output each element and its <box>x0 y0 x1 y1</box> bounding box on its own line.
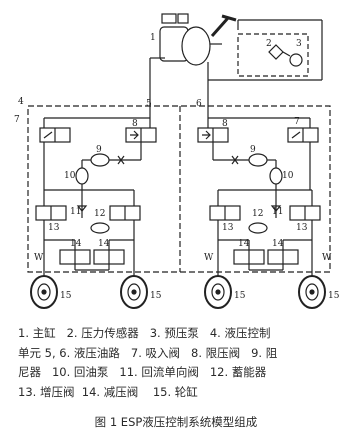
label-7-left: 7 <box>14 115 20 125</box>
wheel-cylinder-3 <box>204 275 232 309</box>
label-7-right: 7 <box>294 117 300 127</box>
label-w-left: W <box>34 253 44 263</box>
component-legend: 1. 主缸 2. 压力传感器 3. 预压泵 4. 液压控制 单元 5, 6. 液… <box>18 324 340 402</box>
label-3: 3 <box>296 39 302 49</box>
legend-item: 7. 吸入阀 <box>130 345 181 360</box>
label-8-right: 8 <box>222 119 228 129</box>
legend-item: 3. 预压泵 <box>149 326 199 340</box>
label-13-right-b: 13 <box>296 223 308 233</box>
label-10-right: 10 <box>282 171 294 181</box>
legend-item: 1. 主缸 <box>18 326 56 340</box>
label-14-left-b: 14 <box>98 239 110 249</box>
label-14-right-b: 14 <box>272 239 284 249</box>
label-12-right: 12 <box>252 209 263 219</box>
label-w-right-b: W <box>322 253 332 263</box>
label-13-left: 13 <box>48 223 60 233</box>
label-15-b: 15 <box>150 291 162 301</box>
legend-line-2: 单元 5, 6. 液压油路 7. 吸入阀 8. 限压阀 9. 阻 <box>18 344 340 364</box>
legend-item: 11. 回流单向阀 <box>119 365 199 379</box>
figure-caption: 图 1 ESP液压控制系统模型组成 <box>94 415 258 429</box>
master-cylinder <box>159 13 237 66</box>
wheel-cylinders <box>30 275 326 309</box>
right-circuit <box>197 112 321 276</box>
prepressure-box <box>237 33 309 77</box>
label-11-right: 11 <box>272 207 283 217</box>
legend-item: 10. 回油泵 <box>51 365 109 379</box>
label-6: 6 <box>196 99 202 109</box>
label-14-right-a: 14 <box>238 239 250 249</box>
label-10-left: 10 <box>64 171 76 181</box>
legend-item: 4. 液压控制 <box>209 326 271 340</box>
label-9-right: 9 <box>250 145 256 155</box>
legend-item: 单元 5, 6. 液压油路 <box>18 345 120 360</box>
label-15-c: 15 <box>234 291 246 301</box>
label-9-left: 9 <box>96 145 102 155</box>
wheel-cylinder-2 <box>120 275 148 309</box>
esp-hydraulic-diagram: 1 2 3 4 5 6 <box>14 13 340 309</box>
label-13-right-a: 13 <box>222 223 234 233</box>
legend-line-3: 尼器 10. 回油泵 11. 回流单向阀 12. 蓄能器 <box>18 363 340 383</box>
wheel-cylinder-1 <box>30 275 58 309</box>
legend-item: 15. 轮缸 <box>152 384 198 399</box>
label-1: 1 <box>150 33 156 43</box>
legend-item: 14. 减压阀 <box>81 384 139 399</box>
label-15-d: 15 <box>328 291 340 301</box>
legend-item: 9. 阻 <box>251 345 278 360</box>
label-2: 2 <box>266 39 272 49</box>
label-5: 5 <box>146 99 152 109</box>
label-14-left-a: 14 <box>70 239 82 249</box>
left-circuit <box>35 112 157 276</box>
label-11-left: 11 <box>70 207 81 217</box>
label-4: 4 <box>18 97 24 107</box>
wheel-cylinder-4 <box>298 275 326 309</box>
legend-item: 12. 蓄能器 <box>209 365 267 379</box>
legend-item: 尼器 <box>18 365 41 379</box>
label-8-left: 8 <box>132 119 138 129</box>
master-feed-lines <box>149 19 323 112</box>
legend-line-1: 1. 主缸 2. 压力传感器 3. 预压泵 4. 液压控制 <box>18 324 340 344</box>
legend-item: 2. 压力传感器 <box>66 326 139 340</box>
label-12-left: 12 <box>94 209 105 219</box>
label-w-right: W <box>204 253 214 263</box>
legend-item: 13. 增压阀 <box>18 384 75 399</box>
legend-item: 8. 限压阀 <box>191 345 241 360</box>
label-15-a: 15 <box>60 291 72 301</box>
legend-line-4: 13. 增压阀 14. 减压阀 15. 轮缸 <box>18 383 340 403</box>
